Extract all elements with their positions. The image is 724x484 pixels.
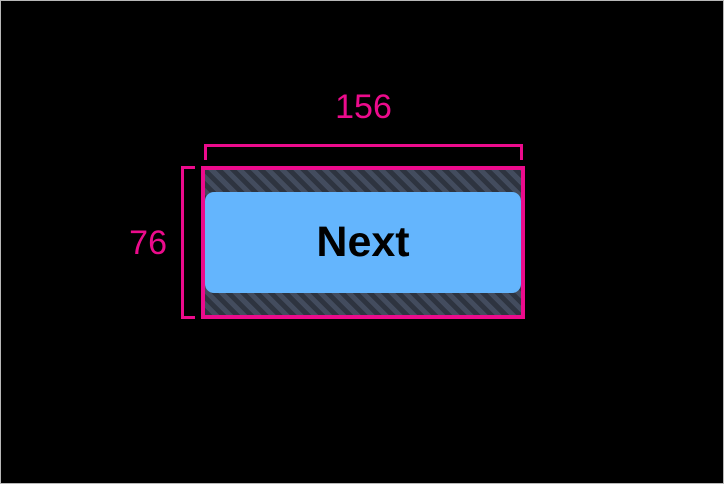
- width-measurement-bracket: [204, 144, 523, 160]
- next-button[interactable]: Next: [205, 192, 521, 293]
- next-button-label: Next: [316, 218, 410, 266]
- height-measurement-label: 76: [129, 223, 167, 262]
- measured-element-highlight: Next: [201, 166, 525, 319]
- height-measurement-bracket: [181, 166, 195, 319]
- width-measurement-label: 156: [335, 88, 392, 126]
